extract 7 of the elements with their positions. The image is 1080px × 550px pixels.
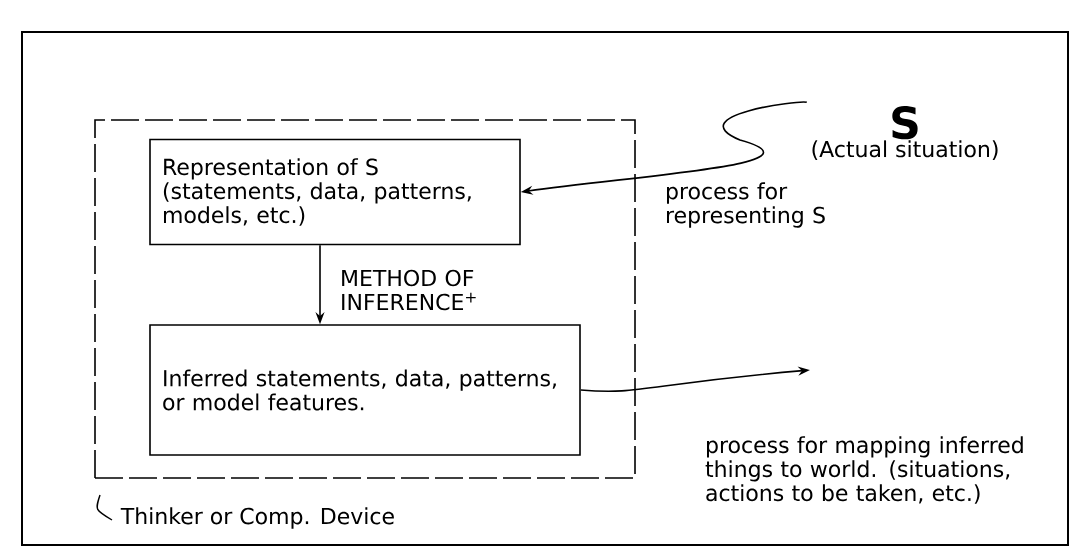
edge-label: process for representing S xyxy=(667,182,825,228)
statement-box: Representation of S (statements, data, patterns, models, etc.) xyxy=(149,138,521,246)
node-label: Thinker or Comp. Device xyxy=(120,507,394,529)
situation-label: S (Actual situation) xyxy=(812,106,998,160)
edge-label: METHOD OF INFERENCE$^{+}$ xyxy=(342,269,476,311)
statement-box: Inferred statements, data, patterns, or model features. xyxy=(149,324,581,456)
edge-label: process for mapping inferred things to world. (situations, actions to be taken, etc.) xyxy=(705,436,1023,504)
